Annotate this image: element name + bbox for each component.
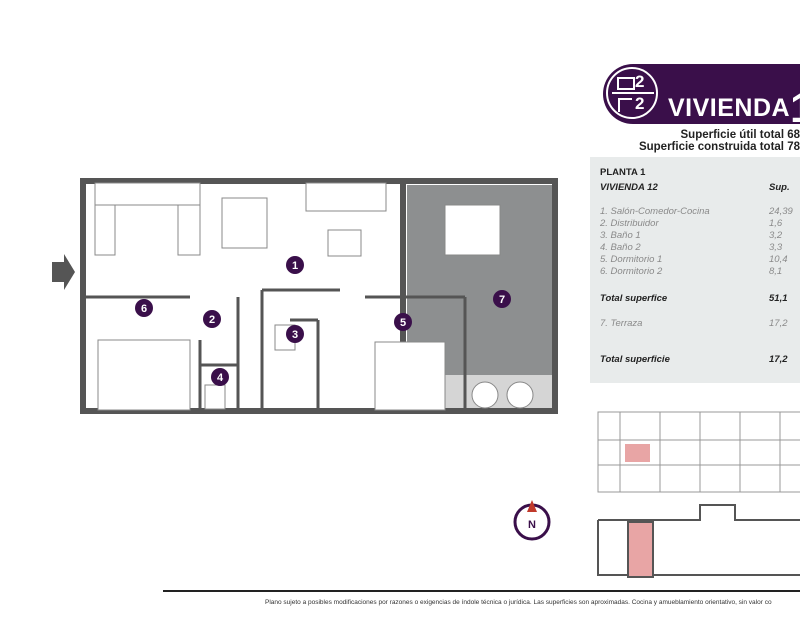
room-label-7: 7 xyxy=(499,294,505,306)
shower-icon xyxy=(618,98,632,112)
building-key-plan xyxy=(597,504,800,578)
bedrooms-count: 2 xyxy=(635,72,645,91)
disclaimer: Plano sujeto a posibles modificaciones p… xyxy=(265,599,772,606)
building-elevation xyxy=(597,411,800,493)
rooms-icon: 2 2 xyxy=(606,67,658,119)
floor-label: PLANTA 1 xyxy=(600,167,646,178)
room-label-3: 3 xyxy=(292,329,298,341)
bathrooms-count: 2 xyxy=(635,94,645,113)
room-label-5: 5 xyxy=(400,317,406,329)
entrance-arrow-icon xyxy=(52,254,75,290)
room-label-1: 1 xyxy=(292,260,298,272)
room-label-6: 6 xyxy=(141,303,147,315)
room-label-4: 4 xyxy=(217,372,224,384)
built-surface: Superficie construida total 78 xyxy=(638,141,800,153)
room-label-2: 2 xyxy=(209,314,215,326)
compass-icon: N xyxy=(513,500,551,541)
bed-icon xyxy=(617,77,635,90)
footer-divider xyxy=(163,590,800,592)
useful-surface: Superficie útil total 68 xyxy=(680,129,800,141)
svg-text:N: N xyxy=(528,519,536,531)
